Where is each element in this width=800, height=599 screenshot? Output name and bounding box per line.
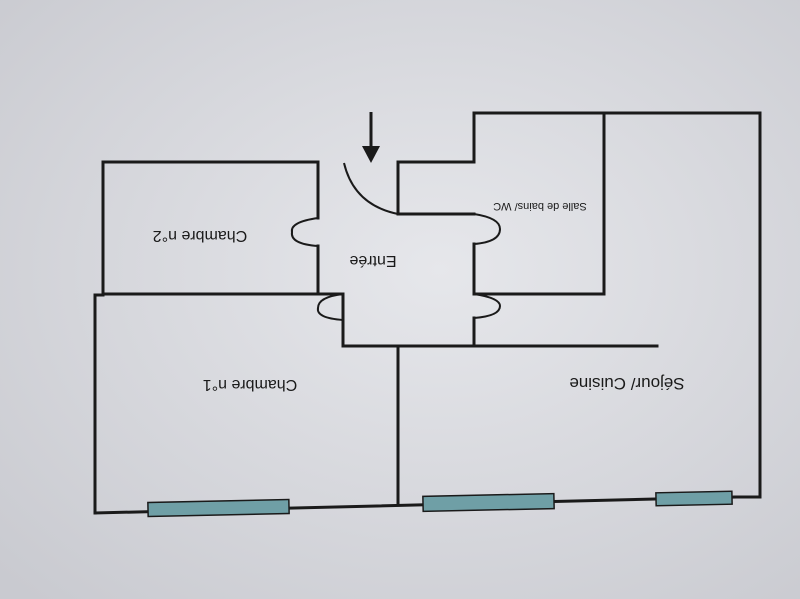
- window-sejour-right: [655, 490, 733, 507]
- room-labels: Chambre n°2 Entrée Salle de bains/ WC Ch…: [153, 200, 685, 393]
- wall-salle-de-bains: [472, 111, 606, 296]
- doors: [290, 162, 502, 321]
- door-sejour: [473, 293, 502, 319]
- outer-wall-right: [472, 111, 762, 499]
- room-label-sejour: Séjour/ Cuisine: [569, 374, 684, 393]
- entry-arrow-head: [362, 146, 380, 163]
- door-chambre2-upper: [290, 217, 319, 247]
- entry-arrow: [362, 112, 380, 163]
- door-entree-main: [343, 162, 399, 215]
- room-label-chambre-1: Chambre n°1: [203, 376, 298, 393]
- window-chambre1: [147, 498, 290, 518]
- room-label-salle-de-bains: Salle de bains/ WC: [493, 200, 587, 212]
- door-chambre1: [316, 293, 344, 321]
- room-label-entree: Entrée: [349, 252, 396, 269]
- door-salle-de-bains: [473, 213, 502, 245]
- room-label-chambre-2: Chambre n°2: [153, 227, 248, 244]
- windows: [147, 490, 733, 518]
- window-sejour-left: [422, 492, 555, 513]
